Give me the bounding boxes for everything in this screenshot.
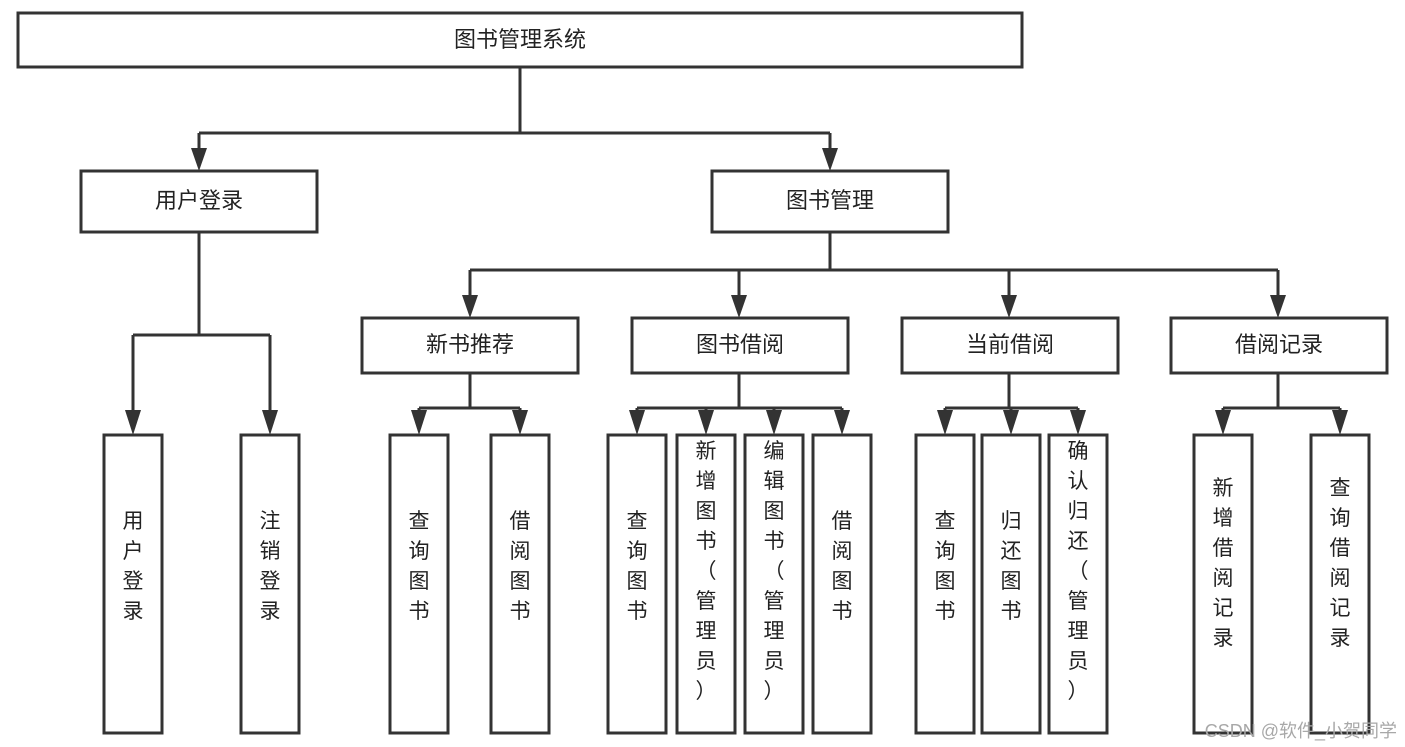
node-leaf-query-book-3-label: 查询图书 — [935, 510, 956, 623]
arrow-head-leaf-edit-book — [766, 410, 782, 435]
node-user-login-label: 用户登录 — [155, 188, 243, 213]
node-leaf-add-book-box[interactable] — [675, 433, 737, 735]
node-leaf-borrow-book-2-label: 借阅图书 — [832, 510, 853, 623]
node-leaf-borrow-book-2-box[interactable] — [811, 433, 873, 735]
arrow-head-leaf-borrow-book-1 — [512, 410, 528, 435]
node-leaf-query-book-2-label: 查询图书 — [627, 510, 648, 623]
node-leaf-return-book-label: 归还图书 — [1001, 510, 1022, 623]
node-root-box[interactable] — [16, 11, 1024, 69]
arrow-head-current-borrow — [1001, 295, 1017, 318]
node-book-manage-label: 图书管理 — [786, 188, 874, 213]
node-leaf-query-book-2[interactable]: 查询图书 — [606, 433, 668, 735]
arrow-head-leaf-logout-login — [262, 410, 278, 435]
node-root-label: 图书管理系统 — [454, 27, 586, 52]
node-book-borrow-box[interactable] — [630, 316, 850, 375]
node-leaf-add-record-label: 新增借阅记录 — [1213, 477, 1234, 650]
arrow-head-leaf-confirm-return — [1070, 410, 1086, 435]
node-leaf-query-book-3[interactable]: 查询图书 — [914, 433, 976, 735]
node-leaf-user-login[interactable]: 用户登录 — [102, 433, 164, 735]
node-leaf-borrow-book-2[interactable]: 借阅图书 — [811, 433, 873, 735]
node-borrow-record[interactable]: 借阅记录 — [1169, 316, 1389, 375]
node-leaf-logout-login-box[interactable] — [239, 433, 301, 735]
node-leaf-add-record-box[interactable] — [1192, 433, 1254, 735]
arrow-head-leaf-user-login — [125, 410, 141, 435]
node-root[interactable]: 图书管理系统 — [16, 11, 1024, 69]
arrow-head-new-book — [462, 295, 478, 318]
node-leaf-query-record-label: 查询借阅记录 — [1330, 477, 1351, 650]
node-leaf-query-book-3-box[interactable] — [914, 433, 976, 735]
node-user-login[interactable]: 用户登录 — [79, 169, 319, 234]
node-leaf-query-record-box[interactable] — [1309, 433, 1371, 735]
node-leaf-query-record[interactable]: 查询借阅记录 — [1309, 433, 1371, 735]
arrow-head-book-manage — [822, 148, 838, 171]
node-book-borrow[interactable]: 图书借阅 — [630, 316, 850, 375]
node-leaf-logout-login-label: 注销登录 — [260, 510, 281, 623]
node-current-borrow-box[interactable] — [900, 316, 1120, 375]
node-leaf-query-book-1-box[interactable] — [388, 433, 450, 735]
arrow-head-user-login — [191, 148, 207, 171]
node-leaf-add-book-label: 新增图书（管理员） — [696, 440, 717, 703]
node-new-book-recommend-box[interactable] — [360, 316, 580, 375]
node-borrow-record-box[interactable] — [1169, 316, 1389, 375]
arrow-head-leaf-return-book — [1003, 410, 1019, 435]
node-new-book-recommend-label: 新书推荐 — [426, 332, 514, 357]
arrow-head-leaf-add-record — [1215, 410, 1231, 435]
node-leaf-confirm-return-label: 确认归还（管理员） — [1068, 440, 1089, 703]
node-book-borrow-label: 图书借阅 — [696, 332, 784, 357]
node-leaf-return-book[interactable]: 归还图书 — [980, 433, 1042, 735]
node-leaf-borrow-book-1-label: 借阅图书 — [510, 510, 531, 623]
arrow-head-leaf-query-book-2 — [629, 410, 645, 435]
node-book-manage-box[interactable] — [710, 169, 950, 234]
node-new-book-recommend[interactable]: 新书推荐 — [360, 316, 580, 375]
node-leaf-logout-login[interactable]: 注销登录 — [239, 433, 301, 735]
node-leaf-add-record[interactable]: 新增借阅记录 — [1192, 433, 1254, 735]
node-leaf-user-login-label: 用户登录 — [123, 510, 144, 623]
node-user-login-box[interactable] — [79, 169, 319, 234]
arrow-head-borrow-record — [1270, 295, 1286, 318]
arrow-head-leaf-add-book — [698, 410, 714, 435]
node-leaf-edit-book[interactable]: 编辑图书（管理员） — [743, 433, 805, 735]
arrow-head-leaf-query-record — [1332, 410, 1348, 435]
node-current-borrow[interactable]: 当前借阅 — [900, 316, 1120, 375]
arrow-head-leaf-borrow-book-2 — [834, 410, 850, 435]
node-leaf-edit-book-box[interactable] — [743, 433, 805, 735]
node-leaf-confirm-return-box[interactable] — [1047, 433, 1109, 735]
node-leaf-query-book-1[interactable]: 查询图书 — [388, 433, 450, 735]
node-leaf-return-book-box[interactable] — [980, 433, 1042, 735]
node-current-borrow-label: 当前借阅 — [966, 332, 1054, 357]
node-leaf-borrow-book-1[interactable]: 借阅图书 — [489, 433, 551, 735]
node-leaf-user-login-box[interactable] — [102, 433, 164, 735]
node-book-manage[interactable]: 图书管理 — [710, 169, 950, 234]
node-leaf-query-book-2-box[interactable] — [606, 433, 668, 735]
arrow-head-leaf-query-book-1 — [411, 410, 427, 435]
node-leaf-add-book[interactable]: 新增图书（管理员） — [675, 433, 737, 735]
node-leaf-confirm-return[interactable]: 确认归还（管理员） — [1047, 433, 1109, 735]
node-leaf-borrow-book-1-box[interactable] — [489, 433, 551, 735]
arrow-head-book-borrow — [731, 295, 747, 318]
node-leaf-edit-book-label: 编辑图书（管理员） — [764, 440, 785, 703]
node-leaf-query-book-1-label: 查询图书 — [409, 510, 430, 623]
connector-layer — [125, 67, 1348, 435]
arrow-head-leaf-query-book-3 — [937, 410, 953, 435]
node-borrow-record-label: 借阅记录 — [1235, 332, 1323, 357]
